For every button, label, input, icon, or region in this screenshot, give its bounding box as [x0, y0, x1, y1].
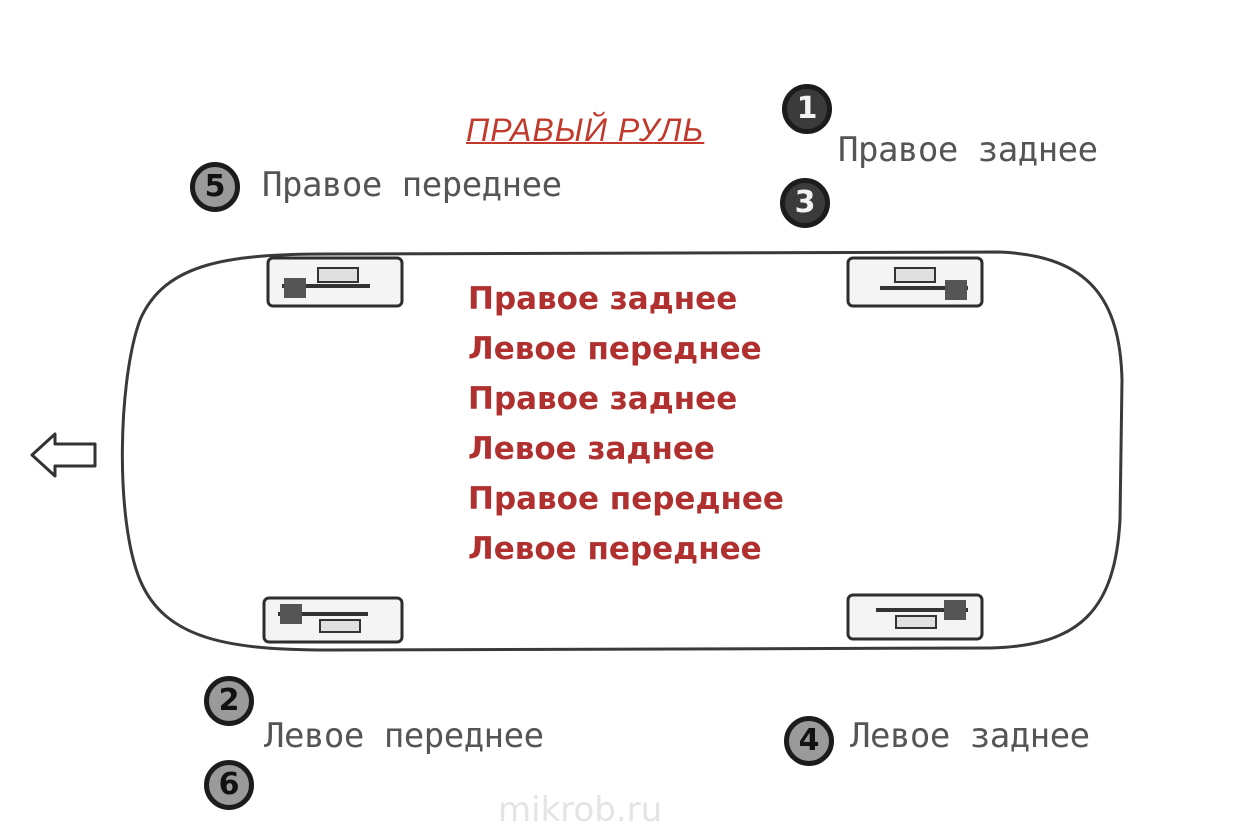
label-left-rear: Левое заднее [850, 716, 1090, 756]
wheel-rear-right [846, 256, 984, 308]
label-left-front: Левое переднее [264, 716, 544, 756]
badge-3: 3 [780, 178, 830, 228]
diagram-title: ПРАВЫЙ РУЛЬ [466, 112, 705, 148]
badge-2: 2 [204, 676, 254, 726]
order-list: Правое заднее Левое переднее Правое задн… [468, 274, 784, 574]
label-right-front: Правое переднее [262, 165, 562, 205]
badge-6: 6 [204, 760, 254, 810]
order-step: Левое переднее [468, 331, 762, 367]
order-step: Левое переднее [468, 531, 762, 567]
order-step: Правое заднее [468, 281, 738, 317]
wheel-rear-left [846, 593, 984, 641]
car-body-outline [120, 250, 1124, 652]
order-step: Левое заднее [468, 431, 715, 467]
order-step: Правое заднее [468, 381, 738, 417]
order-step: Правое переднее [468, 481, 784, 517]
wheel-front-right [266, 256, 404, 308]
watermark: mikrob.ru [498, 790, 663, 830]
badge-4: 4 [784, 716, 834, 766]
wheel-front-left [262, 596, 404, 644]
label-right-rear: Правое заднее [838, 130, 1098, 170]
arrow-left-icon [30, 432, 97, 478]
badge-5: 5 [190, 162, 240, 212]
badge-1: 1 [782, 84, 832, 134]
